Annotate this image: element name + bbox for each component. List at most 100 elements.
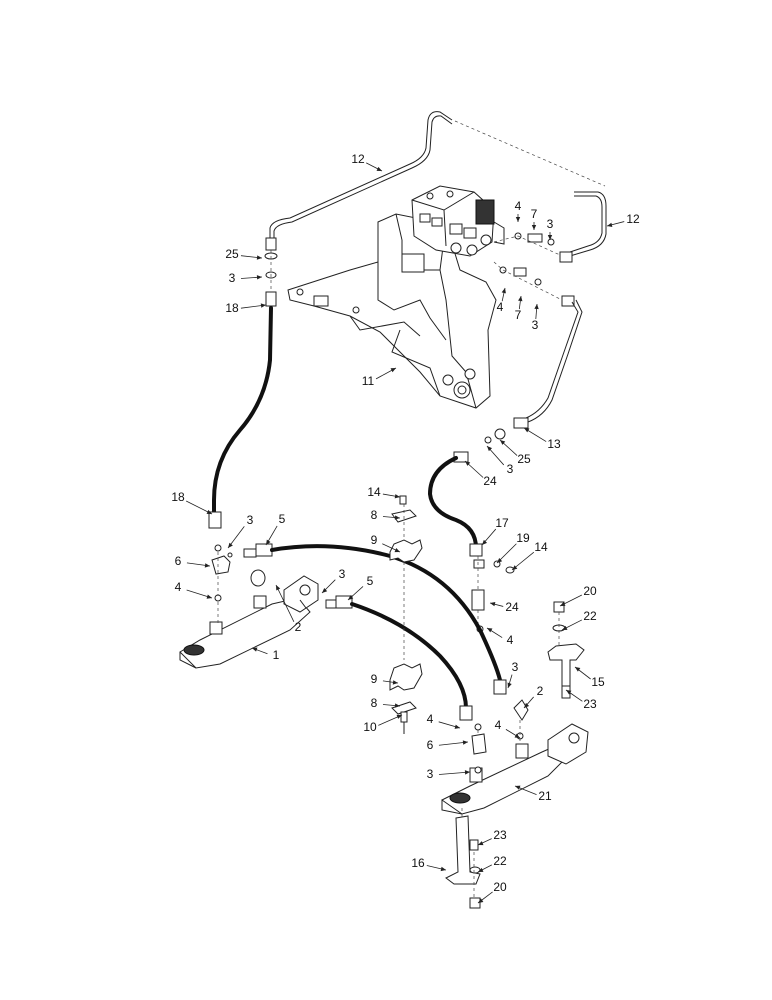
callout-4: 4 (486, 627, 514, 647)
callout-label: 17 (495, 516, 509, 530)
callout-3: 3 (507, 660, 519, 689)
callout-label: 24 (505, 600, 519, 614)
callout-4: 4 (515, 199, 522, 222)
callout-arrowhead (478, 867, 484, 872)
callout-label: 22 (583, 609, 597, 623)
hose-5-lower (325, 595, 473, 721)
callout-arrowhead (396, 714, 402, 719)
hose-24-right (427, 451, 515, 633)
callout-label: 1 (273, 648, 280, 662)
callout-label: 10 (363, 720, 377, 734)
callout-label: 23 (583, 697, 597, 711)
mounting-bracket-11 (287, 213, 497, 409)
callout-arrowhead (515, 217, 521, 222)
callout-arrowhead (228, 542, 233, 548)
callout-arrowhead (276, 585, 281, 591)
callout-arrowhead (206, 594, 212, 599)
callout-20: 20 (477, 880, 507, 904)
callout-label: 5 (367, 574, 374, 588)
callout-15: 15 (574, 666, 605, 689)
callout-13: 13 (523, 427, 561, 451)
callout-16: 16 (411, 856, 447, 872)
callout-1: 1 (251, 647, 280, 662)
callout-25: 25 (499, 439, 531, 466)
callout-label: 2 (295, 620, 302, 634)
callout-label: 6 (175, 554, 182, 568)
pivot-bracket-15 (547, 601, 585, 699)
callout-label: 23 (493, 828, 507, 842)
callout-label: 2 (537, 684, 544, 698)
callout-arrowhead (256, 255, 262, 260)
steering-cylinder-21 (441, 699, 589, 815)
callout-8: 8 (371, 696, 401, 710)
callout-label: 4 (427, 712, 434, 726)
callout-arrowhead (497, 557, 503, 563)
callout-label: 24 (483, 474, 497, 488)
callout-20: 20 (559, 584, 597, 607)
callout-label: 9 (371, 533, 378, 547)
callout-arrowhead (512, 565, 518, 570)
callout-6: 6 (175, 554, 211, 568)
pivot-pin-16 (445, 808, 481, 909)
hose-18-left (208, 306, 273, 529)
callout-label: 25 (225, 247, 239, 261)
callout-3: 3 (486, 445, 514, 476)
callout-11: 11 (362, 367, 397, 388)
callout-3: 3 (427, 767, 471, 781)
callout-arrowhead (490, 601, 496, 607)
callout-arrowhead (394, 548, 400, 553)
callout-arrowhead (478, 841, 484, 846)
callout-arrowhead (256, 275, 262, 280)
callout-label: 21 (538, 789, 552, 803)
callout-arrowhead (376, 166, 382, 171)
callout-arrowhead (487, 628, 493, 633)
callout-arrowhead (607, 222, 613, 228)
callout-19: 19 (496, 531, 530, 564)
callout-arrowhead (464, 770, 470, 775)
callout-label: 3 (512, 660, 519, 674)
callout-label: 4 (515, 199, 522, 213)
callout-12: 12 (606, 212, 640, 228)
callout-label: 12 (626, 212, 640, 226)
callout-arrowhead (478, 898, 484, 903)
callout-24: 24 (489, 600, 519, 614)
callout-14: 14 (367, 485, 401, 499)
callout-arrowhead (518, 296, 523, 302)
cylinder-1-fittings (211, 544, 233, 624)
callout-arrowhead (487, 446, 493, 452)
callout-arrowhead (454, 724, 460, 729)
callout-label: 4 (495, 718, 502, 732)
callout-22: 22 (477, 854, 507, 873)
callout-17: 17 (481, 516, 509, 546)
callout-label: 3 (547, 217, 554, 231)
callout-9: 9 (371, 533, 401, 553)
callout-arrowhead (390, 368, 396, 373)
callout-label: 22 (493, 854, 507, 868)
callout-label: 3 (532, 318, 539, 332)
callout-label: 8 (371, 696, 378, 710)
callout-arrowhead (515, 785, 521, 790)
callout-label: 25 (517, 452, 531, 466)
callout-25: 25 (225, 247, 263, 261)
callout-label: 16 (411, 856, 425, 870)
callout-8: 8 (371, 508, 401, 522)
callout-label: 9 (371, 672, 378, 686)
callout-arrowhead (252, 647, 258, 652)
callout-7: 7 (531, 207, 538, 230)
callout-3: 3 (321, 567, 346, 594)
callout-arrowhead (440, 866, 446, 872)
callout-7: 7 (515, 295, 523, 322)
cylinder-21-fittings (471, 720, 524, 774)
callout-arrowhead (266, 539, 271, 545)
callout-arrowhead (531, 225, 537, 230)
callout-arrowhead (204, 563, 210, 568)
callout-18: 18 (171, 490, 213, 515)
clamp-hardware (389, 495, 423, 734)
callout-label: 14 (534, 540, 548, 554)
callout-label: 6 (427, 738, 434, 752)
callout-label: 8 (371, 508, 378, 522)
callout-label: 7 (531, 207, 538, 221)
control-valve (411, 185, 505, 257)
